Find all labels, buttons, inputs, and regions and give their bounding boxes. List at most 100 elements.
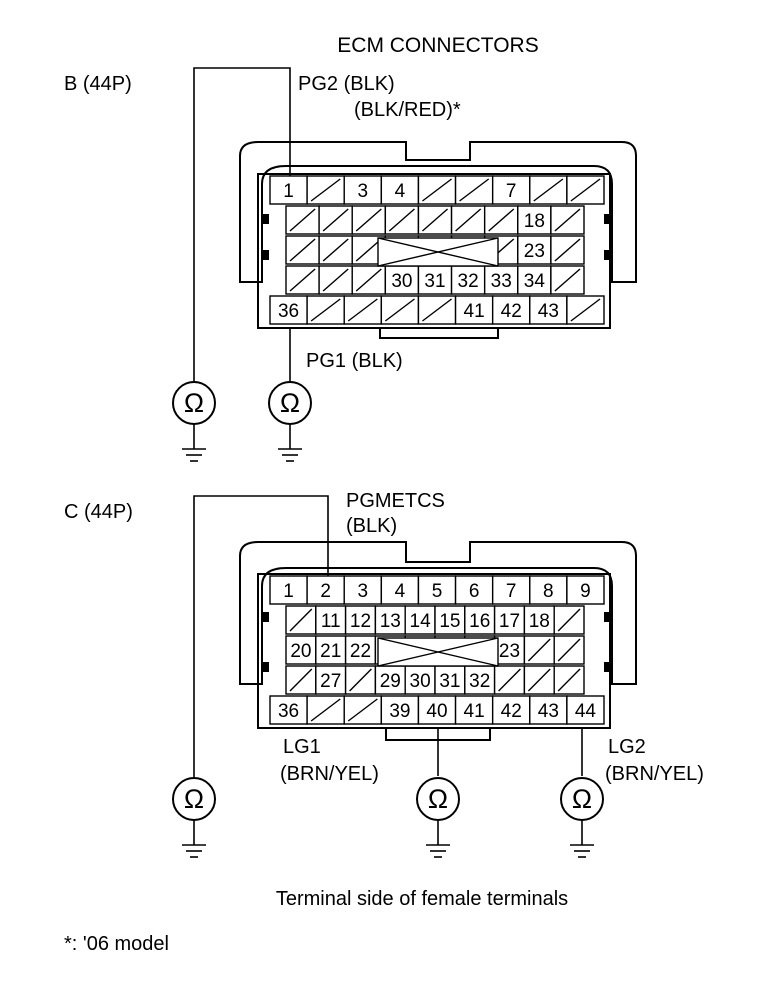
- unused-terminal-slash: [554, 268, 581, 292]
- unused-terminal-slash: [322, 268, 349, 292]
- terminal-number: 11: [321, 611, 341, 632]
- ground-icon: [570, 820, 594, 858]
- terminal-number: 44: [575, 701, 597, 722]
- unused-terminal-slash: [422, 298, 452, 322]
- ohm-symbol: Ω: [184, 388, 204, 418]
- housing-latch: [263, 214, 269, 224]
- connector-c-label: C (44P): [64, 501, 133, 523]
- terminal-number: 13: [380, 611, 401, 632]
- unused-terminal-slash: [557, 638, 581, 662]
- unused-terminal-slash: [289, 668, 313, 692]
- connector-b-label: B (44P): [64, 73, 132, 95]
- unused-terminal-slash: [355, 268, 382, 292]
- terminal-cell: [566, 575, 605, 605]
- ohmmeter-icon: Ω: [172, 777, 216, 858]
- housing-latch: [263, 662, 269, 672]
- terminal-number: 31: [424, 271, 445, 292]
- wires-connector-b: [193, 67, 291, 382]
- unused-terminal-slash: [498, 668, 521, 692]
- terminal-number: 23: [499, 641, 520, 662]
- terminal-number: 41: [464, 301, 485, 322]
- terminal-cell: [529, 575, 568, 605]
- terminal-number: 7: [506, 181, 517, 202]
- unused-terminal-slash: [347, 298, 378, 322]
- unused-terminal-slash: [533, 178, 564, 202]
- unused-terminal-slash: [488, 208, 515, 232]
- pgmetcs-wire-label: PGMETCS: [346, 490, 445, 512]
- unused-terminal-slash: [527, 668, 551, 692]
- unused-terminal-slash: [554, 208, 581, 232]
- unused-terminal-slash: [527, 638, 551, 662]
- terminal-cell: [374, 605, 406, 635]
- terminal-number: 43: [538, 701, 559, 722]
- unused-terminal-slash: [349, 668, 372, 692]
- housing-latch: [263, 612, 269, 622]
- unused-terminal-slash: [310, 698, 341, 722]
- terminal-number: 1: [283, 581, 294, 602]
- terminal-number: 17: [499, 611, 520, 632]
- terminal-number: 2: [320, 581, 331, 602]
- terminal-number: 42: [501, 301, 522, 322]
- terminal-number: 32: [469, 671, 490, 692]
- terminal-number: 36: [278, 701, 299, 722]
- terminal-cell: [344, 605, 377, 635]
- unused-terminal-slash: [455, 208, 482, 232]
- housing-latch: [604, 612, 610, 622]
- terminal-number: 12: [350, 611, 371, 632]
- terminal-number: 39: [389, 701, 410, 722]
- terminal-number: 33: [491, 271, 512, 292]
- terminal-cell: [269, 695, 308, 725]
- unused-terminal-slash: [554, 238, 581, 262]
- terminal-number: 3: [357, 581, 368, 602]
- ohm-symbol: Ω: [184, 784, 204, 814]
- unused-terminal-slash: [570, 178, 601, 202]
- terminal-cell: [315, 605, 347, 635]
- terminal-cell: [454, 575, 494, 605]
- terminal-number: 7: [506, 581, 517, 602]
- terminal-cell: [517, 265, 552, 295]
- ohmmeter-icon: Ω: [268, 381, 312, 462]
- ohm-symbol: Ω: [572, 784, 592, 814]
- terminal-number: 42: [501, 701, 522, 722]
- terminal-number: 18: [529, 611, 550, 632]
- terminal-number: 18: [524, 211, 545, 232]
- ground-icon: [278, 424, 302, 462]
- terminal-cell: [380, 575, 420, 605]
- terminal-number: 4: [395, 581, 406, 602]
- terminal-number: 30: [391, 271, 412, 292]
- terminal-cell: [517, 235, 552, 265]
- pg2-alt-wire-label: (BLK/RED)*: [354, 99, 461, 121]
- housing-latch: [604, 250, 610, 260]
- terminal-cell: [434, 605, 466, 635]
- terminal-cell: [343, 575, 383, 605]
- ohmmeter-icon: Ω: [560, 777, 604, 858]
- terminal-cell: [269, 295, 308, 325]
- terminal-cell: [269, 575, 308, 605]
- terminal-cell: [344, 635, 377, 665]
- terminal-cell: [491, 175, 531, 205]
- ohm-symbol: Ω: [280, 388, 300, 418]
- terminal-cell: [450, 265, 486, 295]
- ohmmeter-icon: Ω: [416, 777, 460, 858]
- lg2-wire-color: (BRN/YEL): [605, 763, 704, 785]
- terminal-number: 9: [580, 581, 591, 602]
- terminal-number: 31: [439, 671, 460, 692]
- terminal-number: 8: [543, 581, 554, 602]
- caption: Terminal side of female terminals: [276, 888, 568, 910]
- terminal-number: 4: [395, 181, 406, 202]
- unused-terminal-slash: [347, 698, 378, 722]
- terminal-number: 3: [357, 181, 368, 202]
- pg1-wire-label: PG1 (BLK): [306, 350, 403, 372]
- pg2-wire-label: PG2 (BLK): [298, 73, 395, 95]
- unused-terminal-slash: [289, 208, 316, 232]
- terminal-cell: [493, 605, 526, 635]
- lg1-wire-color: (BRN/YEL): [280, 763, 379, 785]
- unused-terminal-slash: [310, 178, 341, 202]
- ground-icon: [182, 424, 206, 462]
- terminal-number: 32: [458, 271, 479, 292]
- terminal-cell: [374, 665, 406, 695]
- terminal-number: 16: [469, 611, 490, 632]
- terminal-number: 27: [320, 671, 341, 692]
- terminal-number: 6: [469, 581, 480, 602]
